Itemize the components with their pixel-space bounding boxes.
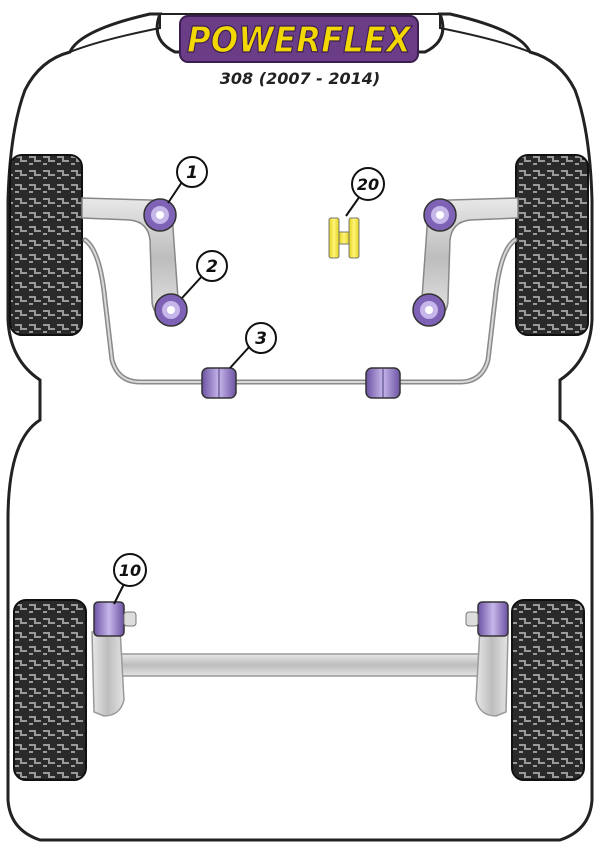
- rear-right-tyre-icon: [511, 599, 585, 781]
- bush-icon: [201, 367, 237, 399]
- callout-icon: 2: [196, 250, 228, 282]
- callout-label: 20: [357, 175, 379, 194]
- bush-icon: [465, 601, 509, 637]
- rear-left-trailing-arm: [91, 627, 125, 717]
- front-right-tyre-icon: [515, 154, 589, 336]
- rear-left-tyre-icon: [13, 599, 87, 781]
- bush-icon: [154, 293, 188, 327]
- front-left-tyre-icon: [9, 154, 83, 336]
- callout-icon: 1: [176, 156, 208, 188]
- callout-label: 3: [255, 329, 267, 349]
- car-outline-icon: [6, 12, 594, 842]
- rear-twist-beam: [109, 653, 491, 677]
- brand-logo: POWERFLEX: [179, 15, 419, 63]
- callout-label: 2: [206, 257, 218, 277]
- bush-icon: [423, 198, 457, 232]
- callout-label: 10: [119, 561, 141, 580]
- bush-icon: [328, 217, 360, 259]
- callout-icon: 20: [351, 167, 385, 201]
- brand-logo-text: POWERFLEX: [187, 20, 413, 61]
- callout-icon: 10: [113, 553, 147, 587]
- callout-label: 1: [186, 163, 198, 183]
- callout-icon: 3: [245, 322, 277, 354]
- bush-icon: [365, 367, 401, 399]
- bush-icon: [93, 601, 137, 637]
- bush-icon: [412, 293, 446, 327]
- rear-right-trailing-arm: [475, 627, 509, 717]
- model-label: 308 (2007 - 2014): [220, 69, 380, 88]
- bush-icon: [143, 198, 177, 232]
